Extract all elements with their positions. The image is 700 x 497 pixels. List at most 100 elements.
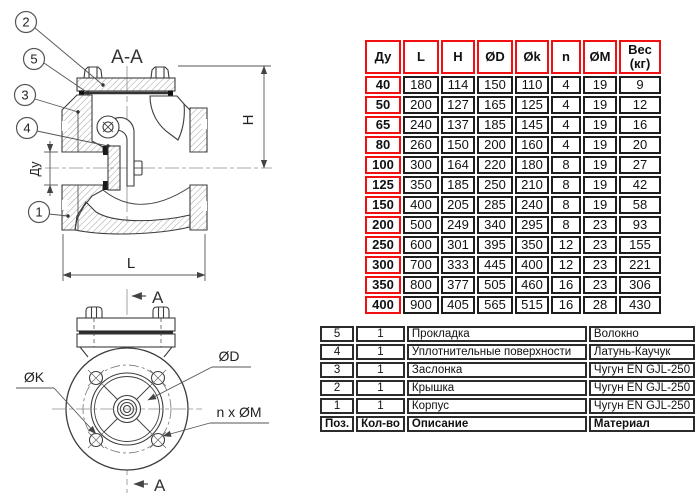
dim-value-cell: 505 [477, 276, 513, 294]
dim-value-cell: 23 [583, 256, 617, 274]
dim-value-cell: 800 [403, 276, 439, 294]
body-section-bottom [74, 201, 191, 235]
dim-column-header: H [441, 40, 475, 74]
dim-column-header: Øk [515, 40, 549, 74]
dim-value-cell: 285 [477, 196, 513, 214]
dim-value-cell: 240 [515, 196, 549, 214]
dim-value-cell: 500 [403, 216, 439, 234]
dim-dn-cell: 300 [365, 256, 401, 274]
dim-value-cell: 127 [441, 96, 475, 114]
cut-label-top: A [152, 288, 164, 307]
dim-value-cell: 180 [515, 156, 549, 174]
parts-column-header: Кол-во [356, 416, 405, 432]
flange-dia-label: ØD [219, 348, 240, 364]
dim-value-cell: 114 [441, 76, 475, 94]
dim-dn-label: Ду [28, 161, 42, 177]
parts-cell: Прокладка [406, 326, 587, 342]
dim-value-cell: 300 [403, 156, 439, 174]
dim-value-cell: 19 [583, 196, 617, 214]
dim-column-header: n [551, 40, 581, 74]
dim-value-cell: 20 [619, 136, 661, 154]
parts-cell: Чугун EN GJL-250 [588, 362, 696, 378]
dim-value-cell: 150 [477, 76, 513, 94]
dim-value-cell: 42 [619, 176, 661, 194]
dim-dn-cell: 350 [365, 276, 401, 294]
dimension-dn [44, 141, 58, 196]
dim-value-cell: 900 [403, 296, 439, 314]
dim-value-cell: 210 [515, 176, 549, 194]
parts-cell: 3 [320, 362, 355, 378]
dim-l-label: L [127, 255, 135, 272]
dim-value-cell: 460 [515, 276, 549, 294]
dim-value-cell: 445 [477, 256, 513, 274]
dim-value-cell: 155 [619, 236, 661, 254]
dim-value-cell: 185 [477, 116, 513, 134]
dim-value-cell: 4 [551, 116, 581, 134]
section-view: H L Ду A-A [13, 10, 272, 281]
dim-value-cell: 4 [551, 136, 581, 154]
dim-value-cell: 565 [477, 296, 513, 314]
parts-cell: Латунь-Каучук [588, 344, 696, 360]
parts-cell: Волокно [588, 326, 696, 342]
dim-column-header: Ду [365, 40, 401, 74]
dim-value-cell: 250 [477, 176, 513, 194]
dim-value-cell: 137 [441, 116, 475, 134]
dim-column-header: ØM [583, 40, 617, 74]
bonnet-front-lower [76, 333, 176, 348]
dim-value-cell: 19 [583, 136, 617, 154]
parts-column-header: Материал [588, 416, 696, 432]
dim-value-cell: 58 [619, 196, 661, 214]
dim-value-cell: 395 [477, 236, 513, 254]
dim-value-cell: 19 [583, 156, 617, 174]
parts-cell: 1 [320, 398, 355, 414]
parts-cell: Крышка [406, 380, 587, 396]
balloon-callouts [13, 10, 110, 224]
dim-h-label: H [240, 115, 257, 126]
dim-value-cell: 515 [515, 296, 549, 314]
dim-dn-cell: 150 [365, 196, 401, 214]
dim-value-cell: 200 [477, 136, 513, 154]
dim-value-cell: 400 [403, 196, 439, 214]
bolt-holes-label: n x ØM [216, 404, 261, 420]
bonnet-bolt-icon [85, 306, 170, 319]
bonnet-section [76, 77, 176, 92]
dim-value-cell: 180 [403, 76, 439, 94]
seat-bridge [149, 95, 185, 141]
dim-value-cell: 200 [403, 96, 439, 114]
dim-value-cell: 221 [619, 256, 661, 274]
dim-value-cell: 301 [441, 236, 475, 254]
balloon-2: 2 [22, 15, 29, 30]
hinge-pin [96, 115, 120, 139]
dim-value-cell: 145 [515, 116, 549, 134]
dim-value-cell: 12 [551, 236, 581, 254]
front-view: A A [16, 288, 269, 495]
dim-column-header: L [403, 40, 439, 74]
parts-cell: Корпус [406, 398, 587, 414]
parts-cell: 1 [356, 398, 405, 414]
dim-value-cell: 16 [551, 276, 581, 294]
bolt-circle-label: ØK [24, 369, 45, 385]
dim-value-cell: 19 [583, 76, 617, 94]
dim-value-cell: 260 [403, 136, 439, 154]
valve-technical-drawing: H L Ду A-A [13, 10, 272, 495]
dim-value-cell: 8 [551, 156, 581, 174]
section-title: A-A [111, 47, 143, 68]
dim-value-cell: 23 [583, 236, 617, 254]
dim-value-cell: 600 [403, 236, 439, 254]
dimension-h [178, 65, 271, 169]
dim-value-cell: 23 [583, 276, 617, 294]
dim-value-cell: 377 [441, 276, 475, 294]
balloon-4: 4 [23, 121, 30, 136]
gasket-section [79, 90, 173, 96]
